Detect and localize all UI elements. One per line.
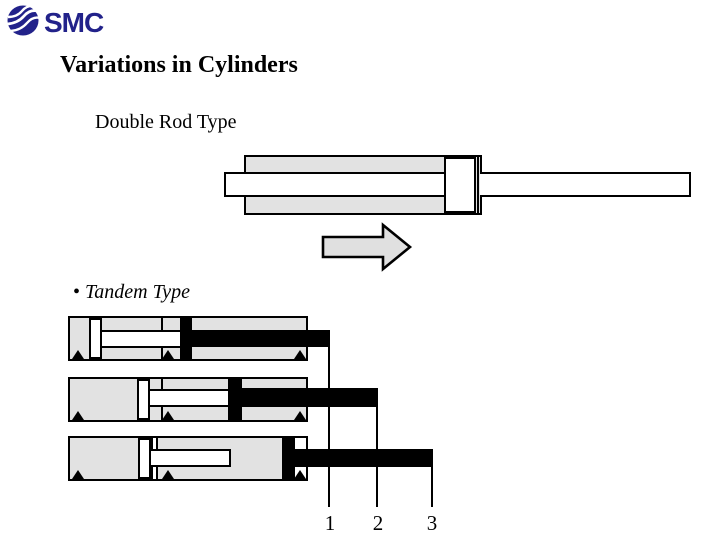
port-triangle-icon (294, 350, 306, 359)
port-triangle-icon (294, 470, 306, 479)
port-triangle-icon (72, 350, 84, 359)
port-triangle-icon (162, 350, 174, 359)
smc-logo: SMC (6, 4, 104, 42)
inter-piston-rod (149, 449, 231, 467)
position-label-3: 3 (426, 511, 438, 535)
port-triangle-icon (162, 470, 174, 479)
rear-piston (228, 379, 242, 420)
double-rod-left-rod (224, 172, 446, 197)
port-triangle-icon (294, 411, 306, 420)
inter-piston-rod (100, 330, 182, 348)
down-sequence-arrow-icon (318, 222, 414, 272)
double-rod-heading: Double Rod Type (95, 111, 237, 133)
front-piston (137, 379, 150, 420)
port-triangle-icon (72, 411, 84, 420)
rear-piston (282, 438, 295, 479)
front-piston (89, 318, 102, 359)
piston-rod (240, 388, 378, 407)
piston-rod (190, 330, 330, 347)
position-line-1 (328, 346, 330, 507)
smc-globe-icon (6, 4, 42, 42)
tandem-heading-label: Tandem Type (85, 281, 191, 303)
port-triangle-icon (72, 470, 84, 479)
front-piston (138, 438, 151, 479)
rear-piston (180, 318, 192, 359)
port-triangle-icon (162, 411, 174, 420)
logo-wordmark: SMC (44, 7, 104, 38)
bullet-icon: • (73, 281, 81, 303)
piston-rod (282, 449, 433, 467)
position-line-3 (431, 466, 433, 507)
double-rod-head-cap-line (477, 156, 479, 214)
inter-piston-rod (148, 389, 230, 407)
double-rod-piston (444, 157, 476, 213)
page-title: Variations in Cylinders (60, 52, 298, 78)
tandem-heading: • Tandem Type (73, 281, 190, 304)
position-label-1: 1 (324, 511, 336, 535)
position-label-2: 2 (372, 511, 384, 535)
double-rod-right-rod (480, 172, 691, 197)
